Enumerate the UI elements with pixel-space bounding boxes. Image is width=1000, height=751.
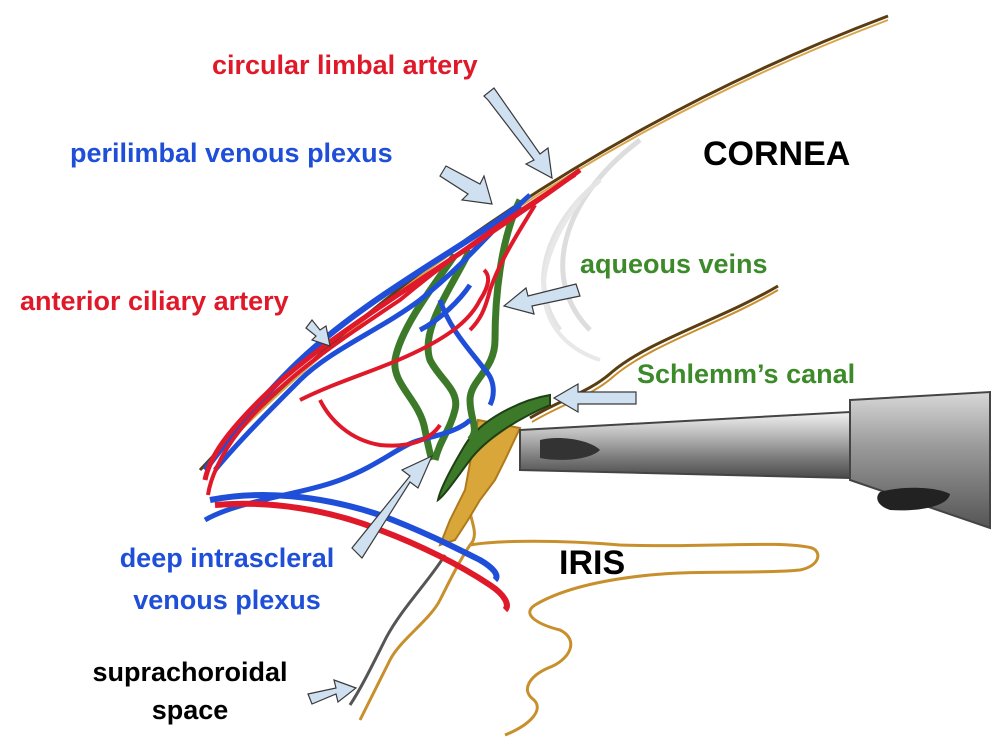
deep-vein-4: [418, 283, 473, 333]
aqueous-vein-1: [466, 198, 524, 443]
schlemms-canal-shape: [436, 393, 551, 503]
inner-cornea-line-hl: [531, 289, 779, 423]
label-deep-intrascleral-line1: deep intrascleral: [119, 543, 335, 573]
arrow-deep-intrascleral: [351, 454, 434, 559]
artery-branch-4: [468, 203, 537, 332]
arrow-perilimbal-venous-plexus: [439, 165, 493, 205]
corneal-inner-gray-1: [560, 138, 642, 332]
perilimbal-vein-main: [202, 202, 522, 472]
label-deep-intrascleral-line2: venous plexus: [133, 585, 321, 615]
suprachoroidal-line: [348, 554, 447, 706]
label-suprachoroidal-line2: space: [151, 695, 229, 725]
label-schlemms-canal: Schlemm’s canal: [637, 359, 856, 389]
instrument-handle-slot: [877, 487, 950, 511]
angle-tissue: [438, 418, 522, 547]
artery-branch-1: [299, 268, 491, 402]
instrument-tip-slot: [540, 438, 600, 460]
label-iris: IRIS: [559, 544, 626, 582]
deep-vein-3: [437, 299, 496, 407]
label-anterior-ciliary-artery: anterior ciliary artery: [20, 286, 289, 316]
ciliary-body-outline: [358, 509, 476, 721]
iris-outline: [469, 539, 820, 737]
label-perilimbal-venous-plexus: perilimbal venous plexus: [70, 138, 393, 168]
deep-vein-2: [209, 492, 500, 583]
instrument-handle: [849, 390, 991, 530]
perilimbal-vein-2: [213, 193, 532, 472]
label-suprachoroidal-line1: suprachoroidal: [92, 657, 288, 687]
label-aqueous-veins: aqueous veins: [580, 249, 768, 279]
label-deep-intrascleral-venous-plexus: deep intrascleral venous plexus: [96, 543, 358, 615]
label-cornea: CORNEA: [703, 135, 851, 173]
label-suprachoroidal-space: suprachoroidal space: [70, 657, 310, 725]
artery-branch-2: [318, 399, 442, 448]
anterior-ciliary-artery-path: [206, 173, 577, 496]
label-circular-limbal-artery: circular limbal artery: [212, 50, 478, 80]
arrow-aqueous-veins: [502, 283, 581, 315]
deep-vein-1: [203, 418, 472, 523]
arrow-anterior-ciliary-artery: [305, 319, 331, 347]
arrow-suprachoroidal-space: [307, 679, 358, 705]
arrow-circular-limbal-artery: [483, 87, 553, 180]
arrow-schlemms-canal: [552, 382, 637, 414]
artery-branch-3: [214, 500, 510, 613]
